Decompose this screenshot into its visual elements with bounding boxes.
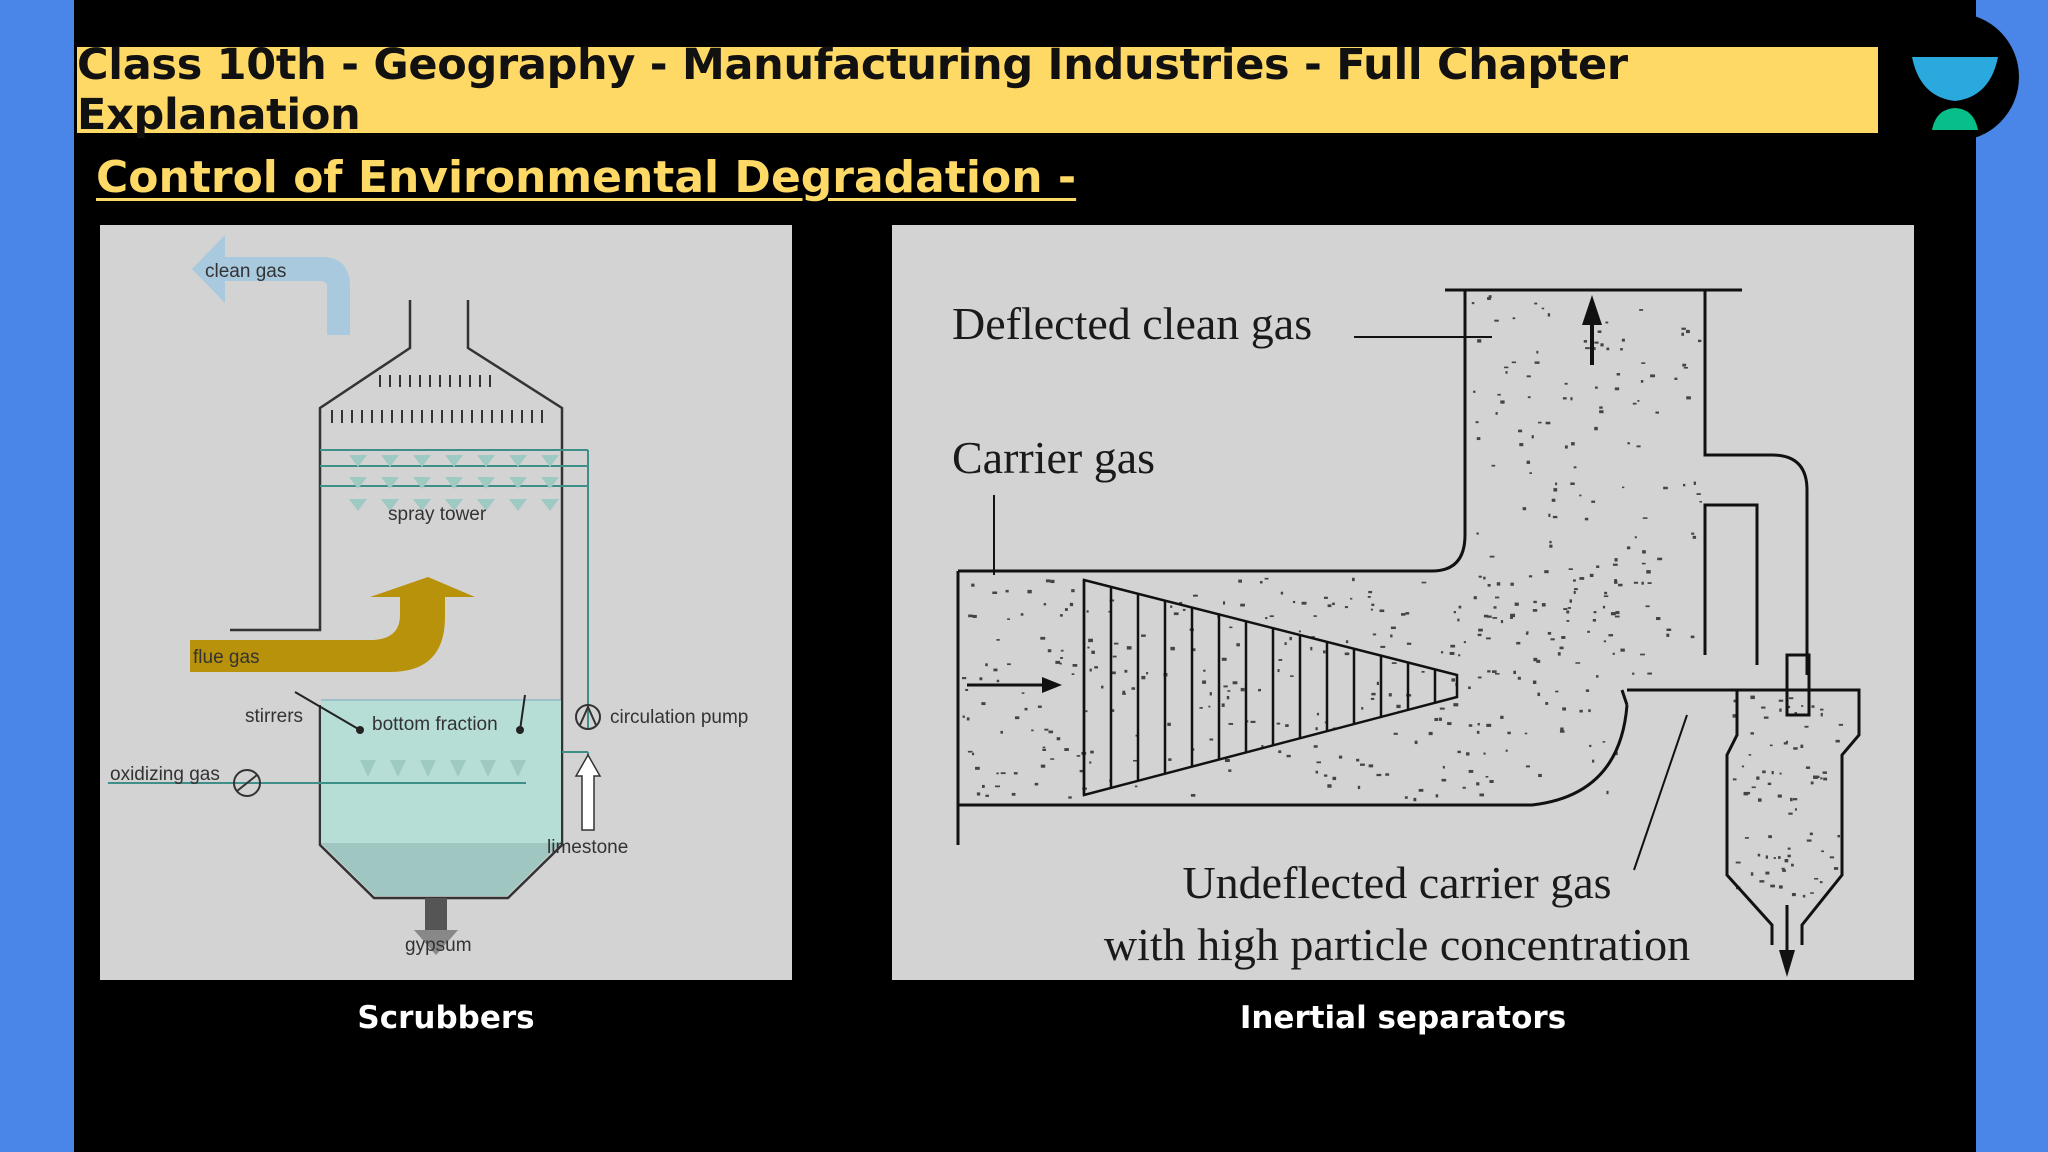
scrubbers-caption: Scrubbers (357, 1000, 535, 1036)
deflected-clean-gas-label: Deflected clean gas (952, 298, 1312, 349)
oxidizing-gas-valve-icon (233, 769, 261, 797)
inertial-separator-diagram: Deflected clean gas Carrier gas Undeflec… (892, 225, 1914, 980)
clean-gas-label: clean gas (205, 261, 286, 282)
flue-gas-arrow (190, 577, 475, 672)
bottom-fraction-label: bottom fraction (372, 714, 498, 735)
carrier-gas-label: Carrier gas (952, 432, 1155, 483)
limestone-arrow (574, 753, 602, 831)
clean-gas-arrowhead (192, 235, 225, 303)
hourglass-logo-icon (1890, 5, 2020, 150)
undeflected-gas-label-line2: with high particle concentration (1104, 919, 1690, 970)
scrubber-diagram: clean gas spray tower flue gas bottom fr… (100, 225, 792, 980)
page-title: Class 10th - Geography - Manufacturing I… (77, 40, 1628, 140)
aeration-bubbles (360, 760, 526, 777)
spray-nozzles (331, 375, 543, 423)
clean-gas-arrow (220, 257, 350, 335)
undeflected-gas-label-line1: Undeflected carrier gas (1182, 857, 1611, 908)
right-accent-bar (1976, 0, 2048, 1152)
left-accent-bar (0, 0, 74, 1152)
particle-texture (962, 295, 1844, 898)
stirrers-label: stirrers (245, 706, 303, 727)
gypsum-arrowhead (414, 930, 458, 955)
flue-gas-label: flue gas (193, 647, 260, 668)
limestone-label: limestone (547, 837, 628, 858)
spray-droplets (349, 455, 559, 511)
circulation-pump-label: circulation pump (610, 707, 748, 728)
oxidizing-gas-label: oxidizing gas (110, 764, 220, 785)
section-heading: Control of Environmental Degradation - (96, 152, 1077, 203)
title-bar: Class 10th - Geography - Manufacturing I… (77, 40, 1878, 140)
cone-vanes (1082, 578, 1459, 797)
gypsum-label: gypsum (405, 935, 472, 956)
inertial-separators-caption: Inertial separators (1239, 1000, 1567, 1036)
spray-tower-label: spray tower (388, 504, 487, 525)
